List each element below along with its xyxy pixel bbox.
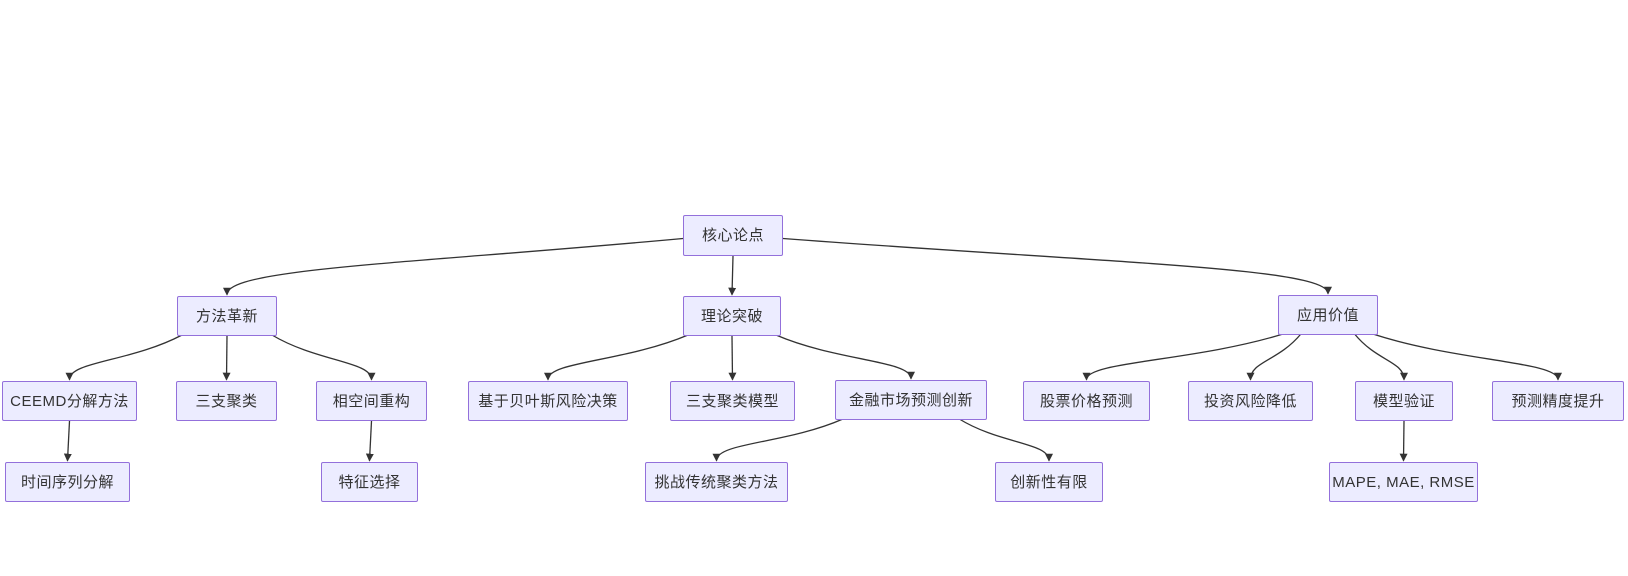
- edge-ceemd-decomposition-to-time-series-decomposition: [63, 420, 72, 462]
- edge-model-validation-to-mape-mae-rmse: [1399, 420, 1408, 462]
- edge-theory-breakthrough-to-bayesian-risk-decision: [544, 334, 689, 381]
- node-bayesian-risk-decision: 基于贝叶斯风险决策: [468, 381, 628, 421]
- node-investment-risk-reduction: 投资风险降低: [1188, 381, 1313, 421]
- node-three-way-clustering-model: 三支聚类模型: [670, 381, 795, 421]
- edge-phase-space-reconstruction-to-feature-selection: [365, 420, 374, 462]
- edge-theory-breakthrough-to-financial-market-forecast-innovation: [775, 334, 915, 380]
- node-mape-mae-rmse: MAPE, MAE, RMSE: [1329, 462, 1478, 502]
- node-limited-innovation: 创新性有限: [995, 462, 1103, 502]
- node-financial-market-forecast-innovation: 金融市场预测创新: [835, 380, 987, 420]
- node-phase-space-reconstruction: 相空间重构: [316, 381, 427, 421]
- edge-application-value-to-forecast-accuracy-improvement: [1372, 333, 1562, 381]
- edge-theory-breakthrough-to-three-way-clustering-model: [728, 335, 737, 381]
- edge-financial-market-forecast-innovation-to-limited-innovation: [958, 418, 1053, 462]
- edge-core-thesis-to-theory-breakthrough: [728, 255, 737, 296]
- node-forecast-accuracy-improvement: 预测精度提升: [1492, 381, 1624, 421]
- edge-core-thesis-to-application-value: [782, 237, 1332, 295]
- edge-method-innovation-to-ceemd-decomposition: [65, 334, 183, 381]
- node-method-innovation: 方法革新: [177, 296, 277, 336]
- node-ceemd-decomposition: CEEMD分解方法: [2, 381, 137, 421]
- edge-application-value-to-model-validation: [1354, 333, 1408, 381]
- node-challenge-traditional-clustering: 挑战传统聚类方法: [645, 462, 788, 502]
- node-core-thesis: 核心论点: [683, 215, 783, 256]
- edge-method-innovation-to-three-way-clustering: [222, 335, 231, 381]
- edge-method-innovation-to-phase-space-reconstruction: [271, 334, 376, 381]
- node-stock-price-prediction: 股票价格预测: [1023, 381, 1150, 421]
- edge-application-value-to-stock-price-prediction: [1082, 333, 1284, 381]
- edge-core-thesis-to-method-innovation: [223, 237, 684, 296]
- edge-financial-market-forecast-innovation-to-challenge-traditional-clustering: [712, 418, 844, 462]
- node-model-validation: 模型验证: [1355, 381, 1453, 421]
- edge-application-value-to-investment-risk-reduction: [1246, 333, 1302, 381]
- node-time-series-decomposition: 时间序列分解: [5, 462, 130, 502]
- node-three-way-clustering: 三支聚类: [176, 381, 277, 421]
- node-theory-breakthrough: 理论突破: [683, 296, 781, 336]
- node-application-value: 应用价值: [1278, 295, 1378, 335]
- node-feature-selection: 特征选择: [321, 462, 418, 502]
